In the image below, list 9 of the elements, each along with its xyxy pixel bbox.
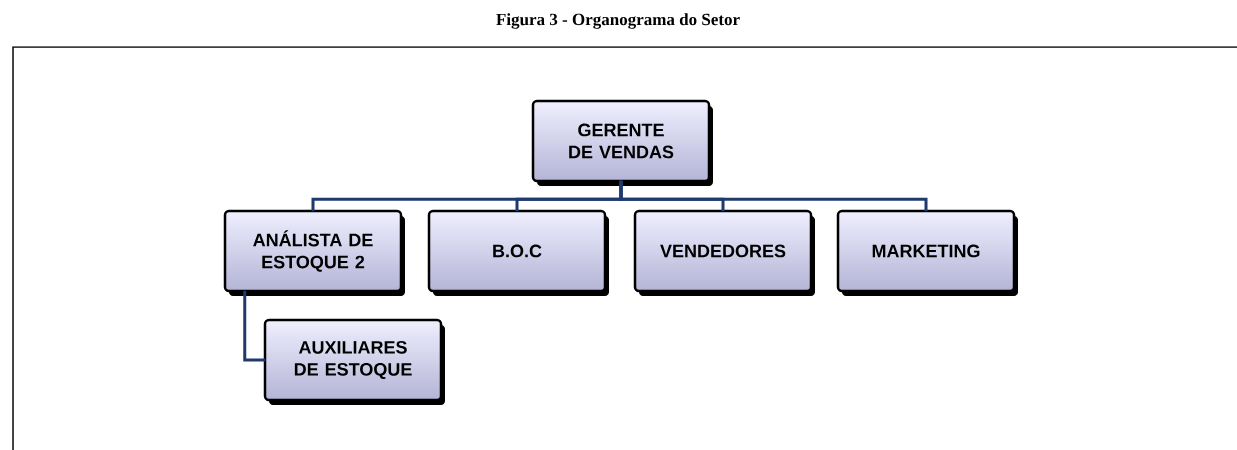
org-box: AUXILIARES DE ESTOQUE <box>263 318 443 402</box>
org-box: MARKETING <box>836 209 1016 293</box>
org-box: GERENTE DE VENDAS <box>531 99 711 183</box>
org-box: ANÁLISTA DE ESTOQUE 2 <box>223 209 403 293</box>
org-box: B.O.C <box>427 209 607 293</box>
connector-line <box>243 290 266 362</box>
diagram-title: Figura 3 - Organograma do Setor <box>496 13 740 29</box>
connector-line <box>619 180 928 212</box>
org-box: VENDEDORES <box>633 209 813 293</box>
